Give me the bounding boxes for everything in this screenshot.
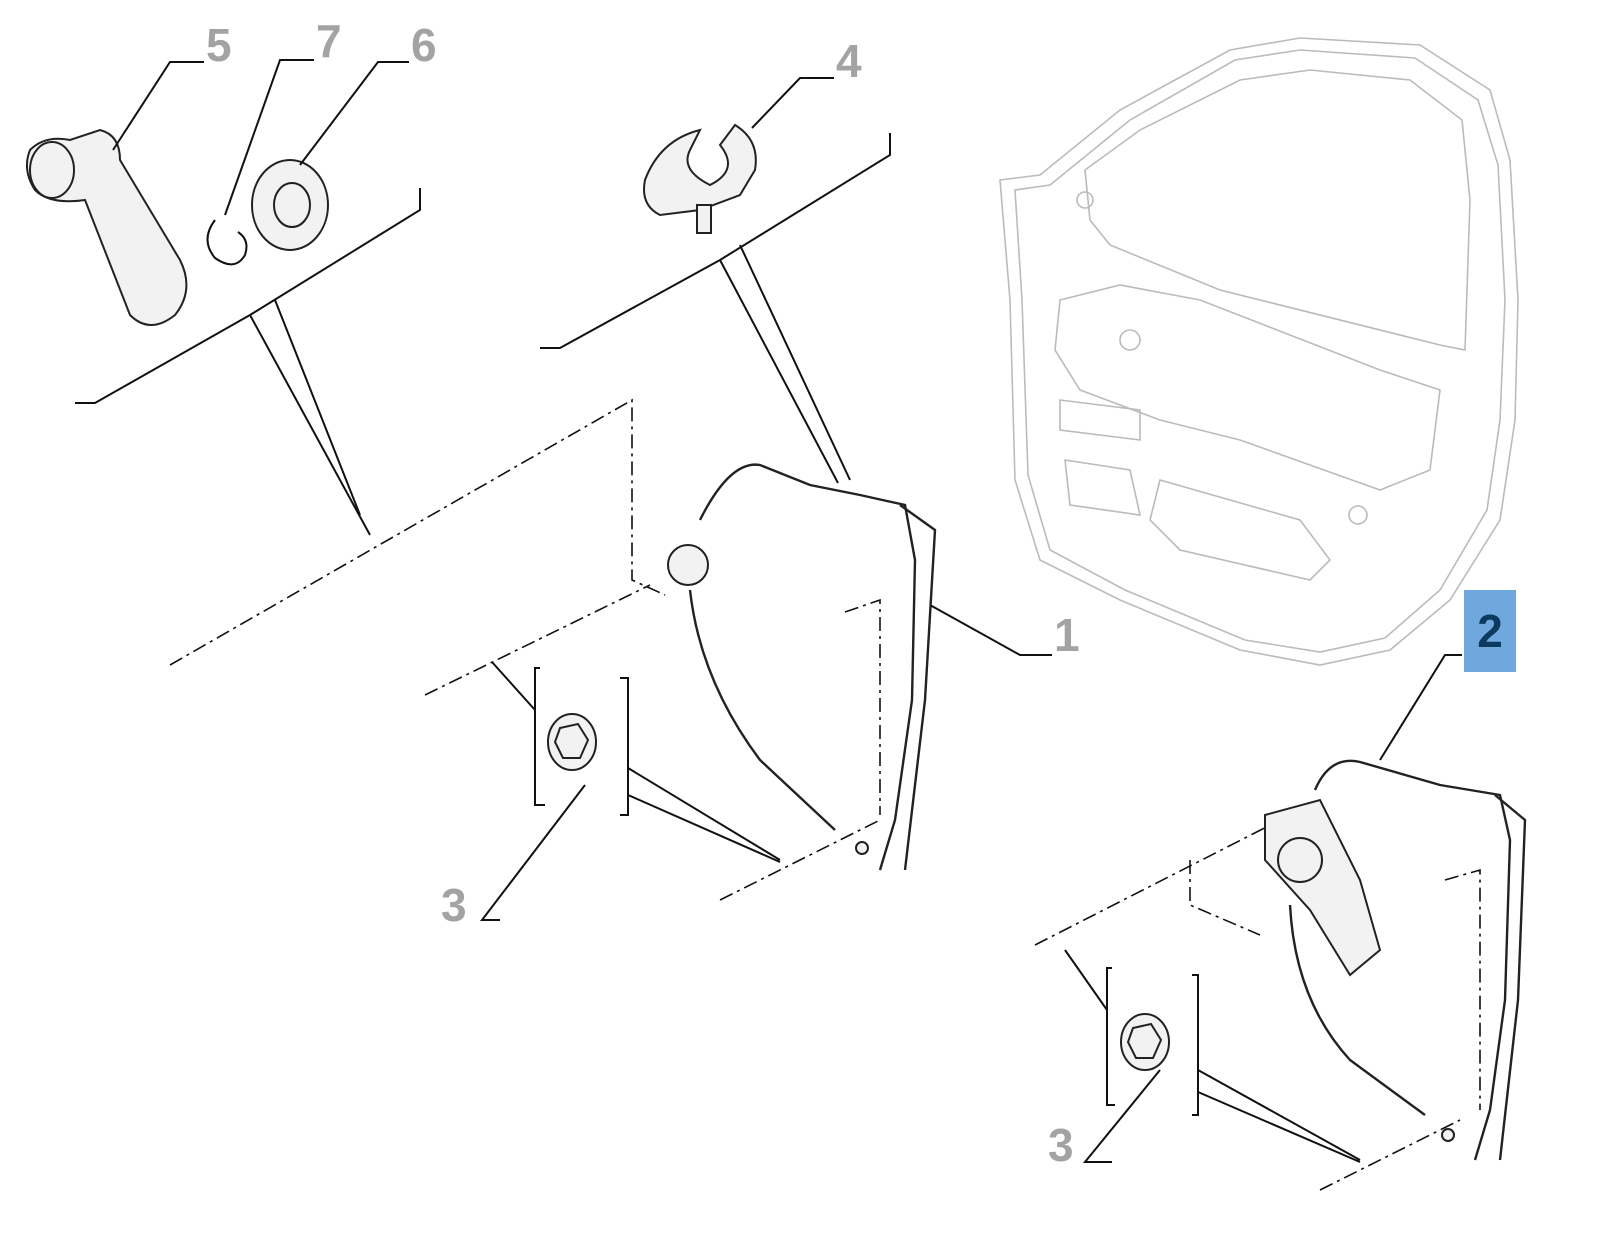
callout-3[interactable]: 3 [439,879,469,931]
callout-7[interactable]: 7 [314,15,344,67]
callout-5[interactable]: 5 [204,19,234,71]
manual-regulator-part [667,463,937,871]
callout-1[interactable]: 1 [1052,609,1082,661]
support-part [643,123,757,234]
washer-part [251,159,329,251]
leader-lines [75,59,1462,1163]
clip-part [206,219,248,266]
nut-part [547,713,597,771]
electric-regulator-part [1264,759,1527,1161]
door-panel-outline [999,37,1519,666]
nut-part [1120,1013,1170,1071]
callout-6[interactable]: 6 [409,19,439,71]
callout-3[interactable]: 3 [1046,1119,1076,1171]
callout-4[interactable]: 4 [834,35,864,87]
crank-handle-part [25,128,188,326]
callout-2-selected[interactable]: 2 [1464,590,1516,672]
assembly-dash-lines [169,398,1481,1191]
